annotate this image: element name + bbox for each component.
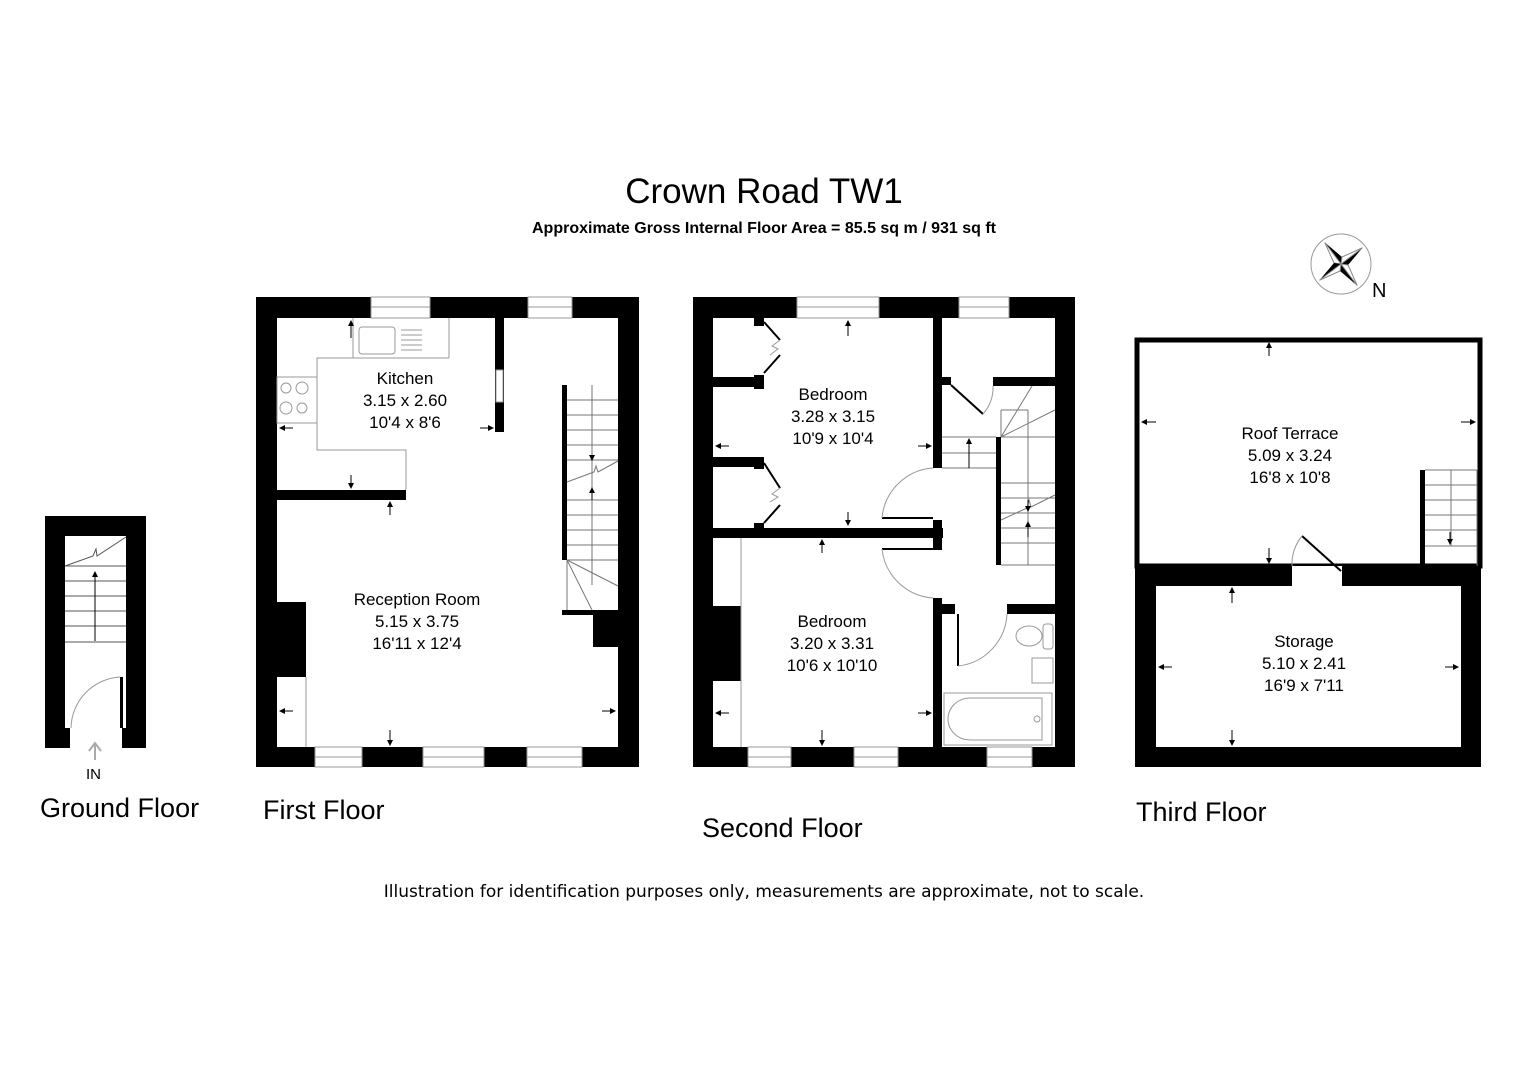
- first-floor-label: First Floor: [263, 795, 385, 825]
- room-bedroom-2: Bedroom 3.20 x 3.31 10'6 x 10'10: [787, 611, 878, 677]
- room-imperial: 10'4 x 8'6: [369, 413, 441, 432]
- room-imperial: 10'9 x 10'4: [792, 429, 874, 448]
- room-imperial: 16'8 x 10'8: [1249, 468, 1331, 487]
- entrance-label: IN: [86, 766, 101, 783]
- first-floor-plan: [256, 296, 639, 768]
- plan-title: Crown Road TW1: [625, 172, 903, 211]
- room-metric: 5.10 x 2.41: [1261, 654, 1347, 673]
- floor-area-summary: Approximate Gross Internal Floor Area = …: [532, 220, 996, 237]
- ground-floor-plan: [45, 516, 146, 760]
- north-compass-icon: [1310, 233, 1372, 295]
- ground-floor-label: Ground Floor: [40, 793, 200, 823]
- third-floor-plan: [1134, 337, 1483, 767]
- room-metric: 3.28 x 3.15: [790, 407, 876, 426]
- second-floor-plan: [693, 296, 1075, 768]
- room-imperial: 16'11 x 12'4: [372, 634, 462, 653]
- room-metric: 5.15 x 3.75: [374, 612, 460, 631]
- compass-north-label: N: [1372, 280, 1387, 302]
- room-imperial: 16'9 x 7'11: [1264, 676, 1344, 695]
- room-metric: 3.15 x 2.60: [362, 391, 448, 410]
- third-floor-label: Third Floor: [1136, 797, 1267, 827]
- room-name: Reception Room: [353, 590, 481, 609]
- second-floor-label: Second Floor: [702, 813, 863, 843]
- room-kitchen: Kitchen 3.15 x 2.60 10'4 x 8'6: [363, 368, 447, 434]
- room-reception: Reception Room 5.15 x 3.75 16'11 x 12'4: [354, 589, 481, 655]
- room-storage: Storage 5.10 x 2.41 16'9 x 7'11: [1262, 631, 1346, 697]
- room-name: Bedroom: [797, 612, 867, 631]
- room-bedroom-1: Bedroom 3.28 x 3.15 10'9 x 10'4: [791, 384, 875, 450]
- room-name: Kitchen: [376, 369, 434, 388]
- disclaimer-text: Illustration for identification purposes…: [383, 882, 1145, 902]
- room-metric: 5.09 x 3.24: [1247, 446, 1333, 465]
- room-name: Storage: [1274, 632, 1334, 651]
- room-name: Bedroom: [798, 385, 868, 404]
- room-name: Roof Terrace: [1241, 424, 1339, 443]
- room-metric: 3.20 x 3.31: [789, 634, 875, 653]
- room-imperial: 10'6 x 10'10: [786, 656, 878, 675]
- room-roof-terrace: Roof Terrace 5.09 x 3.24 16'8 x 10'8: [1241, 423, 1338, 489]
